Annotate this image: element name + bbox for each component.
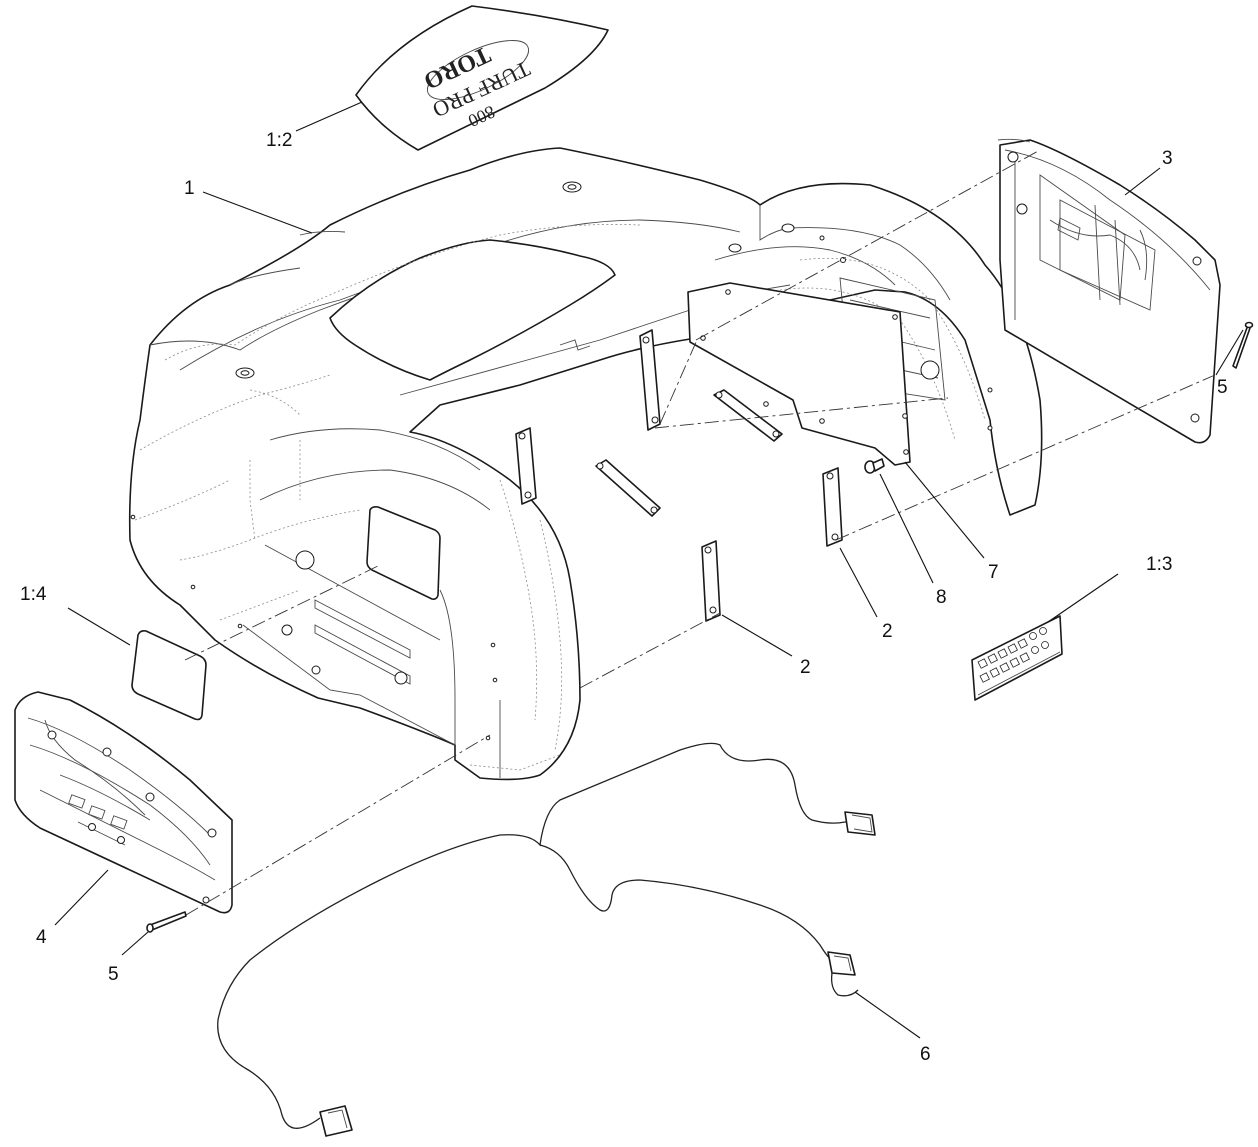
wire-harness-6 xyxy=(217,742,876,1137)
bracket-2-b xyxy=(515,427,537,505)
callout-2-lower: 2 xyxy=(800,657,811,678)
tail-light-3 xyxy=(997,138,1221,444)
callout-4: 4 xyxy=(36,927,47,948)
callout-1: 1 xyxy=(184,178,195,199)
callout-labels: 1 1:2 3 5 1:4 2 2 8 7 1:3 4 5 6 xyxy=(20,130,1228,1065)
callout-5-right: 5 xyxy=(1217,377,1228,398)
callout-7: 7 xyxy=(988,562,999,583)
bolt-8 xyxy=(864,458,885,474)
mounting-plate-7 xyxy=(687,282,911,466)
callout-2-upper: 2 xyxy=(882,621,893,642)
front-light-4 xyxy=(14,691,233,914)
screw-5-right xyxy=(1232,321,1254,369)
bracket-2-e xyxy=(701,540,721,622)
callout-8: 8 xyxy=(936,587,947,608)
decal-1-4 xyxy=(131,630,207,721)
connector-middle xyxy=(827,951,859,997)
callout-6: 6 xyxy=(920,1044,931,1065)
callout-5-left: 5 xyxy=(108,964,119,985)
callout-1-2: 1:2 xyxy=(266,130,292,151)
callout-1-3: 1:3 xyxy=(1146,554,1172,575)
leader-lines xyxy=(54,101,1244,1039)
screw-5-left xyxy=(146,911,187,933)
safety-icons xyxy=(977,627,1061,696)
bracket-2-c xyxy=(595,459,661,517)
connector-upper xyxy=(844,811,876,836)
safety-decal-1-3 xyxy=(971,615,1063,701)
bracket-2-d xyxy=(713,389,783,442)
callout-3: 3 xyxy=(1162,148,1173,169)
bracket-2-f xyxy=(822,467,843,547)
hood-decal-1-2: TORO TURF PRO 800 xyxy=(355,5,609,151)
connector-lower xyxy=(319,1105,353,1137)
callout-1-4: 1:4 xyxy=(20,584,47,605)
